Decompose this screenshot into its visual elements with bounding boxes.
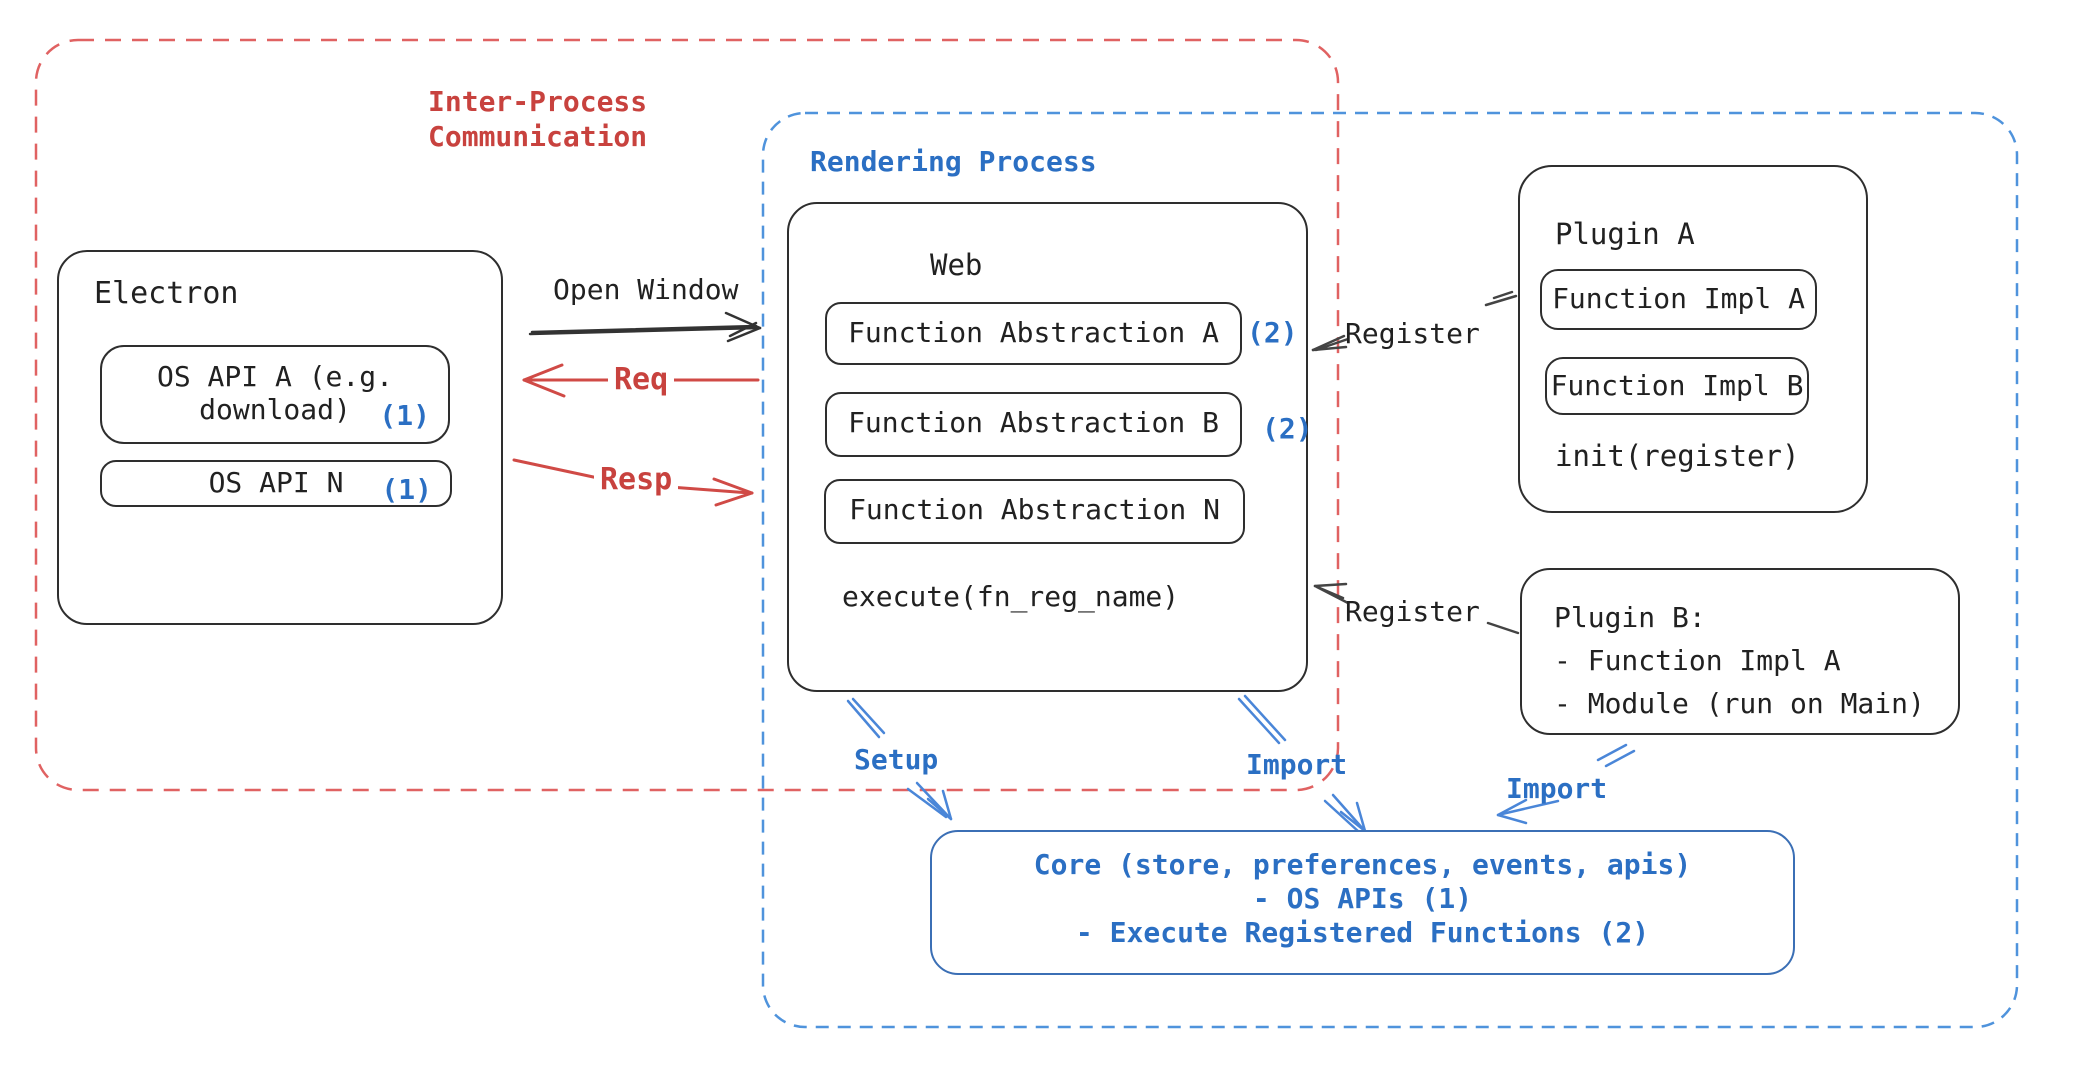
import1-label: Import xyxy=(1246,748,1348,781)
ipc-label-line1: Inter-Process xyxy=(428,85,648,118)
execute-label: execute(fn_reg_name) xyxy=(842,580,1180,613)
electron-box: Electron OS API A (e.g. download) (1) OS… xyxy=(57,250,503,625)
web-title: Web xyxy=(930,248,983,282)
function-abstraction-a-box: Function Abstraction A xyxy=(825,302,1242,365)
function-abstraction-b-badge: (2) xyxy=(1262,412,1313,445)
electron-title: Electron xyxy=(94,276,239,311)
plugin-a-title: Plugin A xyxy=(1555,217,1695,251)
plugin-b-title: Plugin B: xyxy=(1554,601,1706,634)
function-impl-b-box: Function Impl B xyxy=(1545,357,1809,415)
ipc-label-line2: Communication xyxy=(428,120,648,153)
plugin-a-box: Plugin A Function Impl A Function Impl B… xyxy=(1518,165,1868,513)
os-api-a-badge: (1) xyxy=(379,399,430,432)
core-line-3: - Execute Registered Functions (2) xyxy=(1075,916,1650,949)
plugin-b-item-function-impl-a: - Function Impl A xyxy=(1554,644,1841,677)
os-api-n-badge: (1) xyxy=(381,473,432,506)
register2-arrow xyxy=(1313,582,1520,635)
setup-arrow xyxy=(846,697,953,821)
core-line-2: - OS APIs (1) xyxy=(1252,882,1473,915)
resp-label: Resp xyxy=(594,462,679,497)
rendering-region-border xyxy=(761,111,2019,1029)
register1-label: Register xyxy=(1345,317,1480,350)
req-label: Req xyxy=(608,362,675,397)
plugin-b-box: Plugin B: - Function Impl A - Module (ru… xyxy=(1520,568,1960,735)
plugin-b-item-module: - Module (run on Main) xyxy=(1554,687,1925,720)
core-box: Core (store, preferences, events, apis) … xyxy=(930,830,1795,975)
register2-label: Register xyxy=(1345,595,1480,628)
open-window-label: Open Window xyxy=(553,273,739,306)
open-window-arrow xyxy=(528,311,762,343)
rendering-region-label: Rendering Process xyxy=(810,145,1097,178)
register1-arrow xyxy=(1311,290,1518,352)
import2-arrow xyxy=(1496,743,1636,825)
os-api-a-line1: OS API A (e.g. xyxy=(156,360,393,393)
function-abstraction-a-badge: (2) xyxy=(1247,316,1298,349)
function-impl-a-box: Function Impl A xyxy=(1540,269,1817,330)
core-line-1: Core (store, preferences, events, apis) xyxy=(1033,848,1692,881)
resp-arrow xyxy=(512,458,754,507)
web-box: Web Function Abstraction A Function Abst… xyxy=(787,202,1313,692)
function-abstraction-b-box: Function Abstraction B xyxy=(825,392,1242,457)
import2-label: Import xyxy=(1506,772,1608,805)
ipc-region-border xyxy=(34,38,1340,792)
setup-label: Setup xyxy=(854,743,939,776)
function-abstraction-n-box: Function Abstraction N xyxy=(824,479,1245,544)
os-api-n-box: OS API N (1) xyxy=(100,460,452,507)
os-api-a-box: OS API A (e.g. download) (1) xyxy=(100,345,450,444)
import1-arrow xyxy=(1237,694,1367,834)
os-api-a-line2: download) xyxy=(199,393,351,426)
os-api-n-text: OS API N xyxy=(208,466,344,499)
init-register-label: init(register) xyxy=(1555,439,1800,473)
